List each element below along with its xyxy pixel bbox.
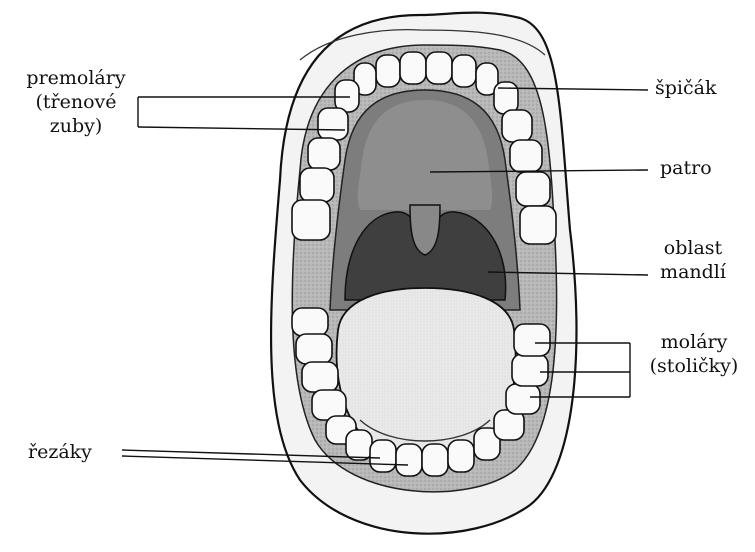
label-molary-line-2: (stoličky) bbox=[638, 354, 750, 378]
label-oblast-mandli: oblast mandlí bbox=[646, 236, 740, 284]
label-rezaky: řezáky bbox=[28, 440, 92, 464]
label-patro: patro bbox=[660, 156, 712, 180]
label-molary-line-1: moláry bbox=[638, 330, 750, 354]
label-oblast-mandli-line-2: mandlí bbox=[646, 260, 740, 284]
label-molary: moláry (stoličky) bbox=[638, 330, 750, 378]
label-oblast-mandli-line-1: oblast bbox=[646, 236, 740, 260]
label-spicak: špičák bbox=[655, 76, 716, 100]
label-premolary-line-3: zuby) bbox=[6, 114, 146, 138]
label-premolary-line-1: premoláry bbox=[6, 66, 146, 90]
label-premolary: premoláry (třenové zuby) bbox=[6, 66, 146, 138]
label-premolary-line-2: (třenové bbox=[6, 90, 146, 114]
